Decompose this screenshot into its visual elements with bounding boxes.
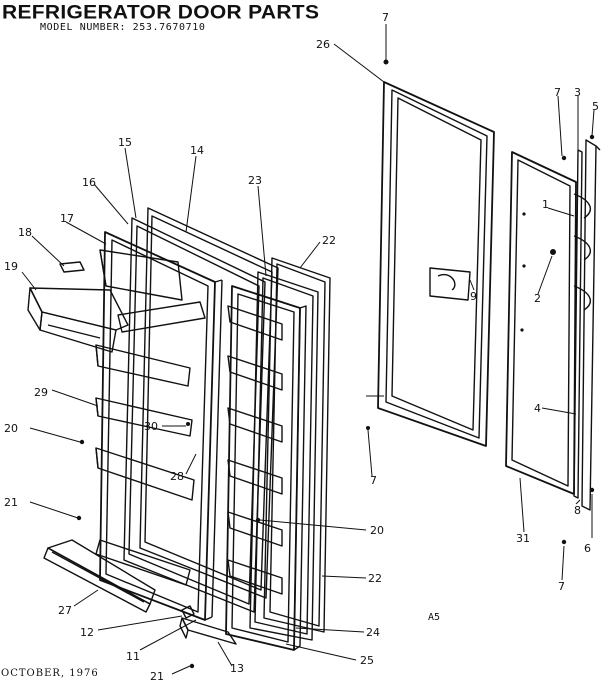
callout-14: 14 xyxy=(190,144,204,157)
freezer-bottom-shelf xyxy=(95,539,191,586)
callout-26: 26 xyxy=(316,38,330,51)
callout-3: 3 xyxy=(574,86,581,99)
callout-23: 23 xyxy=(248,174,262,187)
callout-19: 19 xyxy=(4,260,18,273)
outer-door-panel xyxy=(505,151,577,495)
callout-28: 28 xyxy=(170,470,184,483)
fresh-food-shelves xyxy=(227,305,283,595)
model-number: MODEL NUMBER: 253.7670710 xyxy=(40,22,206,33)
callout-31: 31 xyxy=(516,532,530,545)
issue-date: OCTOBER, 1976 xyxy=(1,668,99,679)
callout-11: 11 xyxy=(126,650,140,663)
callout-21: 21 xyxy=(4,496,18,509)
callout-7: 7 xyxy=(554,86,561,99)
callout-12: 12 xyxy=(80,626,94,639)
callout-8: 8 xyxy=(574,504,581,517)
callout-29: 29 xyxy=(34,386,48,399)
callout-7: 7 xyxy=(382,11,389,24)
fresh-food-liner xyxy=(263,257,331,633)
freezer-shelf-4 xyxy=(95,447,195,501)
callout-4: 4 xyxy=(534,402,541,415)
outer-door-gasket xyxy=(377,81,495,447)
callout-17: 17 xyxy=(60,212,74,225)
door-trim-strips xyxy=(573,139,601,511)
callout-27: 27 xyxy=(58,604,72,617)
callout-21: 21 xyxy=(150,670,164,682)
freezer-shelf-3 xyxy=(95,397,193,437)
freezer-door-liner xyxy=(139,207,279,599)
callout-labels: 7 26 15 14 16 17 18 19 23 22 29 20 30 28… xyxy=(4,11,599,682)
callout-18: 18 xyxy=(18,226,32,239)
screw-hardware xyxy=(76,59,595,669)
callout-22: 22 xyxy=(322,234,336,247)
callout-15: 15 xyxy=(118,136,132,149)
fresh-food-gasket xyxy=(249,271,319,641)
callout-24: 24 xyxy=(366,626,380,639)
diagram-code: A5 xyxy=(428,612,441,623)
bottom-bin-27 xyxy=(43,539,156,613)
freezer-shelf-2 xyxy=(95,301,206,387)
leader-lines xyxy=(21,24,595,675)
fresh-food-inner-panel xyxy=(225,285,307,651)
callout-22: 22 xyxy=(368,572,382,585)
callout-7: 7 xyxy=(370,474,377,487)
callout-25: 25 xyxy=(360,654,374,667)
bottle-rack xyxy=(179,605,237,645)
callout-30: 30 xyxy=(144,420,158,433)
freezer-door-gasket xyxy=(123,217,266,613)
callout-5: 5 xyxy=(592,100,599,113)
page-title: REFRIGERATOR DOOR PARTS xyxy=(2,2,320,24)
callout-9: 9 xyxy=(470,290,477,303)
callout-20: 20 xyxy=(4,422,18,435)
callout-13: 13 xyxy=(230,662,244,675)
callout-7: 7 xyxy=(558,580,565,593)
door-handle-recess xyxy=(429,267,471,301)
callout-6: 6 xyxy=(584,542,591,555)
ice-bucket xyxy=(27,261,129,353)
callout-1: 1 xyxy=(542,198,549,211)
callout-20: 20 xyxy=(370,524,384,537)
callout-16: 16 xyxy=(82,176,96,189)
freezer-top-shelf xyxy=(99,249,183,301)
callout-2: 2 xyxy=(534,292,541,305)
